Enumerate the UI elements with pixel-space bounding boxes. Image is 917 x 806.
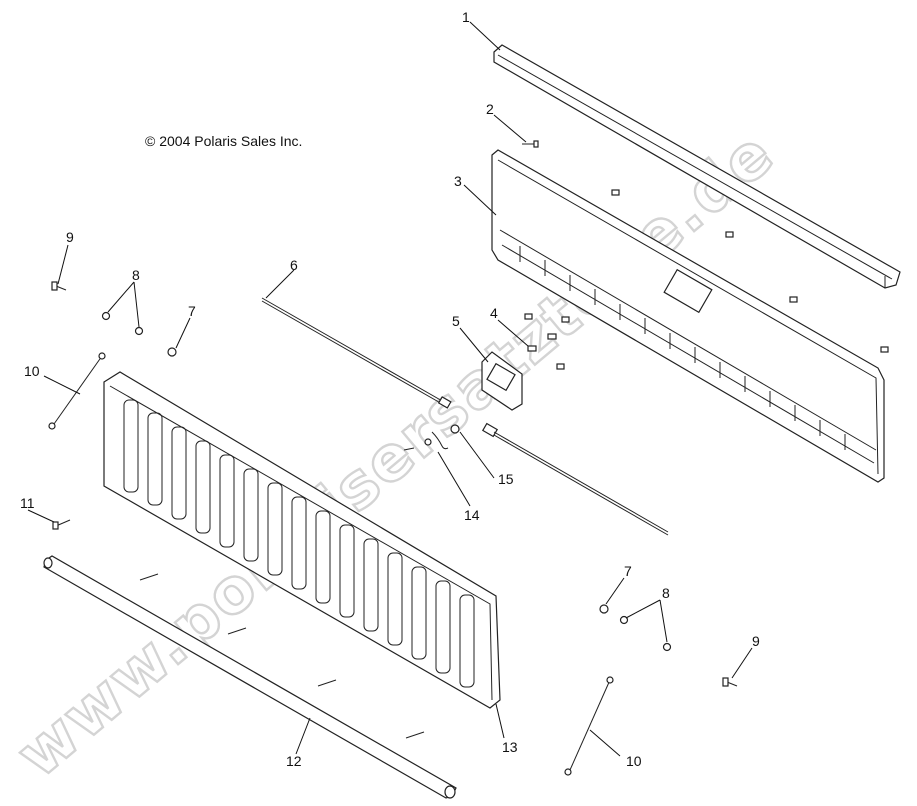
callout-7-right: 7 (624, 563, 632, 579)
part-3-inner-frame (491, 149, 885, 483)
panel-slots (123, 399, 475, 688)
callout-9-left: 9 (66, 229, 74, 245)
callout-7-left: 7 (188, 303, 196, 319)
callout-6: 6 (290, 257, 298, 273)
part-5-latch (481, 351, 523, 411)
lower-rod (481, 422, 669, 536)
part-10-cable-right (564, 676, 614, 776)
part-10-cable-left (48, 352, 106, 430)
leader-lines (27, 21, 753, 757)
callout-8-right: 8 (662, 585, 670, 601)
part-15-washer (450, 424, 460, 434)
callout-13: 13 (502, 739, 518, 755)
part-9-bolt-left (51, 281, 67, 291)
callout-11: 11 (20, 495, 35, 511)
part-14-clip (403, 431, 449, 451)
callout-8-left: 8 (132, 267, 140, 283)
callout-15: 15 (498, 471, 514, 487)
callout-10-right: 10 (626, 753, 642, 769)
callout-1: 1 (462, 9, 470, 25)
callout-3: 3 (454, 173, 462, 189)
part-1-top-cap (493, 44, 901, 289)
callout-10-left: 10 (24, 363, 40, 379)
lower-rail-screws (139, 573, 425, 739)
part-2-screw (522, 140, 539, 148)
part-4-screws (524, 189, 889, 370)
part-12-lower-rail (43, 555, 457, 799)
part-6-rod (261, 297, 452, 409)
part-11-screw (52, 519, 71, 530)
callout-9-right: 9 (752, 633, 760, 649)
callout-2: 2 (486, 101, 494, 117)
callouts: 1 2 3 4 5 6 7 7 8 8 9 9 10 10 11 12 13 1… (20, 9, 760, 769)
callout-12: 12 (286, 753, 302, 769)
part-8-washers-right (619, 615, 672, 652)
part-13-tailgate-panel (103, 371, 501, 709)
copyright-notice: © 2004 Polaris Sales Inc. (145, 133, 303, 149)
part-7-nut-right (599, 604, 609, 614)
callout-14: 14 (464, 507, 480, 523)
callout-4: 4 (490, 305, 498, 321)
part-7-nut-left (167, 347, 177, 357)
callout-5: 5 (452, 313, 460, 329)
frame-ribs (519, 246, 846, 450)
part-9-bolt-right (722, 677, 738, 687)
part-8-washers-left (101, 311, 144, 336)
